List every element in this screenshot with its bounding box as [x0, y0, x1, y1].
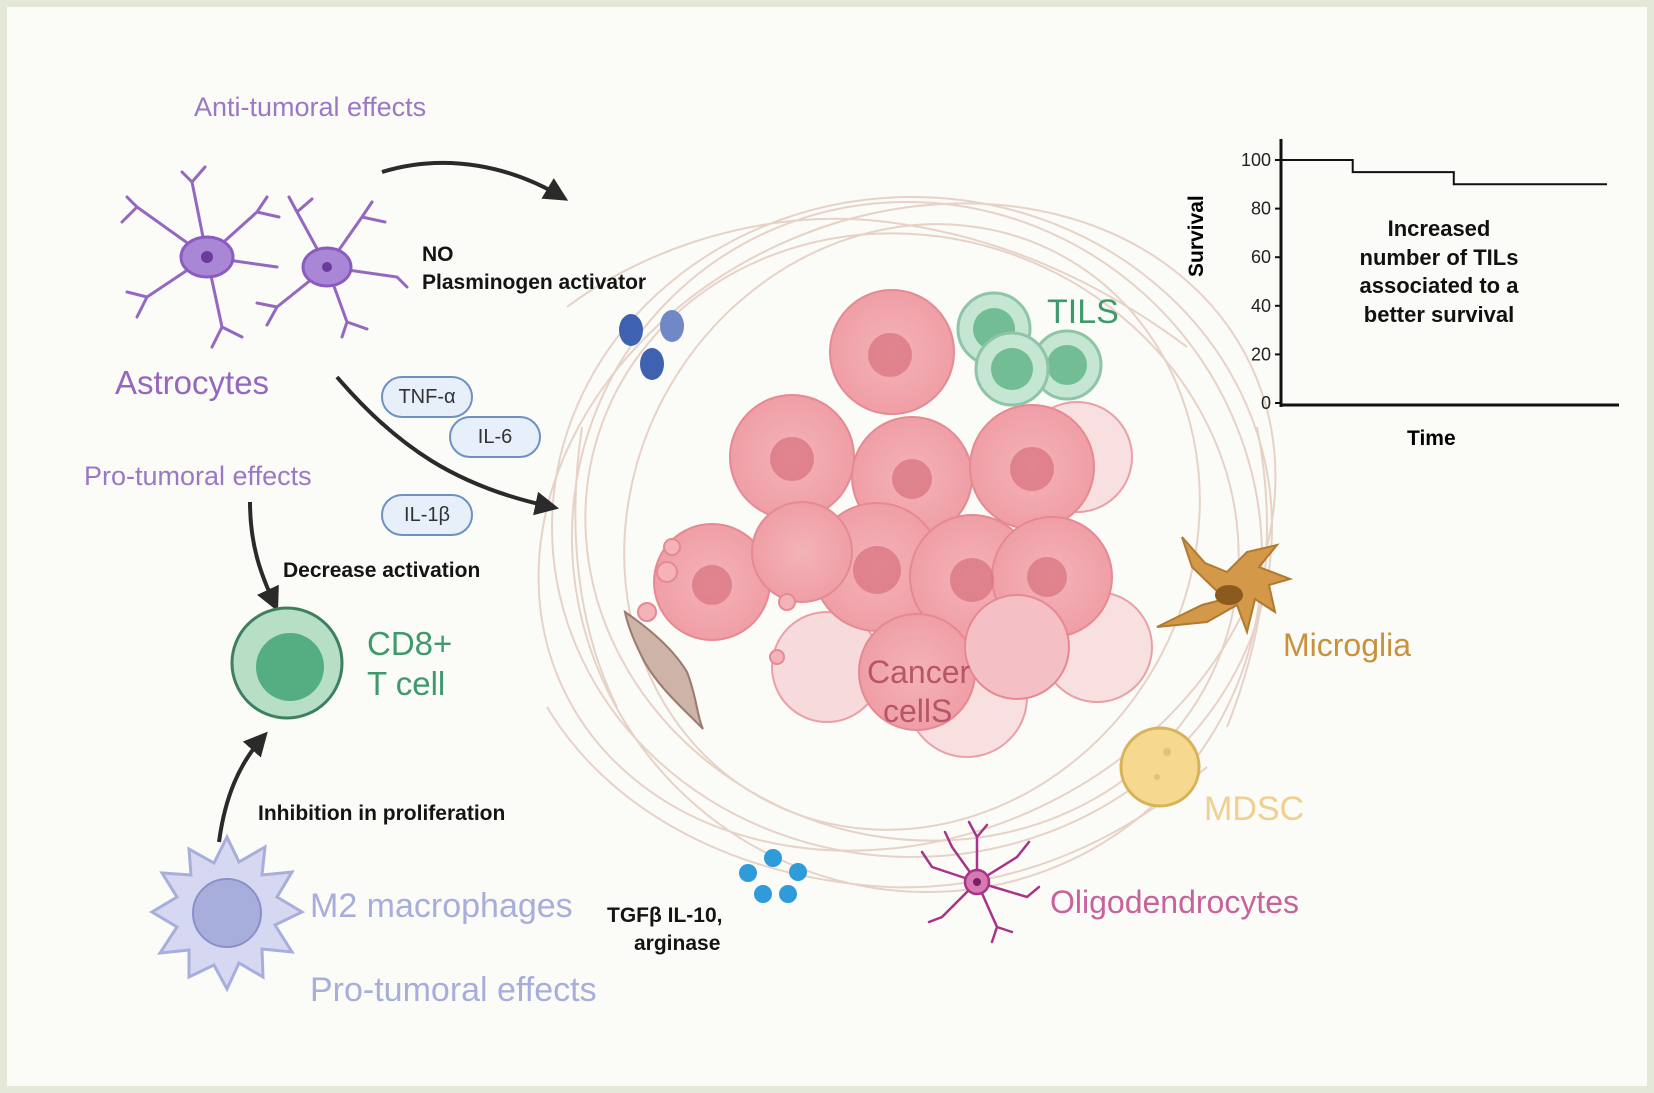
astrocyte-cell: [120, 165, 281, 349]
cd8-t-cell: [230, 606, 344, 720]
cancer-cells-line2: cellS: [883, 693, 953, 729]
survival-note-line: number of TILs: [1359, 244, 1519, 270]
y-tick-label: 20: [1251, 344, 1271, 364]
cytokine-il6: IL-6: [449, 416, 541, 458]
mdsc-label: MDSC: [1204, 790, 1305, 828]
astrocyte-cell: [255, 195, 409, 339]
survival-xlabel: Time: [1407, 427, 1456, 450]
tils-label: TILS: [1047, 293, 1119, 331]
figure-canvas: 0 20 40 60 80 100 Anti-tumoral effects Astroc…: [7, 7, 1647, 1086]
survival-curve-chart: 0 20 40 60 80 100: [1241, 139, 1619, 413]
anti-tumoral-label: Anti-tumoral effects: [194, 92, 427, 122]
diagram-artwork: 0 20 40 60 80 100: [120, 139, 1619, 993]
mdsc-cell: [1119, 726, 1201, 808]
oligodendrocytes-label: Oligodendrocytes: [1050, 884, 1300, 920]
tils-cells: [956, 291, 1103, 407]
microglia-cell: [1156, 536, 1294, 636]
arrow-pro-decrease: [248, 501, 279, 612]
no-label: NO: [422, 243, 454, 266]
survival-line: [1281, 159, 1607, 186]
astrocytes-label: Astrocytes: [115, 364, 270, 401]
m2-pro-tumoral-label: Pro-tumoral effects: [310, 971, 597, 1009]
cancer-cell-cluster: [637, 289, 1153, 758]
y-tick-label: 40: [1251, 296, 1271, 316]
arrow-m2-inhibit: [217, 731, 268, 843]
cancer-cells-line1: Cancer: [867, 654, 971, 690]
survival-note: Increased number of TILs associated to a…: [1325, 215, 1553, 329]
decrease-activation-label: Decrease activation: [283, 559, 481, 582]
m2-macrophages-label: M2 macrophages: [310, 887, 573, 925]
tgf-factors-line1: TGFβ IL-10,: [607, 904, 723, 927]
fibroblast-cell: [623, 609, 704, 730]
cd8-label-line1: CD8+: [367, 625, 453, 662]
no-molecules: [619, 310, 684, 380]
plasminogen-label: Plasminogen activator: [422, 271, 647, 294]
arrow-astro-pro: [335, 375, 560, 516]
oligodendrocyte-cell: [920, 820, 1041, 944]
cd8-label-line2: T cell: [367, 665, 446, 702]
y-tick-label: 0: [1261, 393, 1271, 413]
tgf-molecules: [739, 849, 807, 903]
survival-note-line: Increased: [1387, 216, 1491, 241]
microglia-label: Microglia: [1283, 627, 1412, 663]
survival-note-line: associated to a: [1359, 273, 1519, 299]
cytokine-tnf-alpha: TNF-α: [381, 376, 473, 418]
m2-macrophage-cell: [149, 833, 306, 993]
y-tick-label: 100: [1241, 150, 1271, 170]
survival-note-line: better survival: [1363, 301, 1515, 327]
y-tick-label: 60: [1251, 247, 1271, 267]
tgf-factors-line2: arginase: [634, 932, 721, 955]
y-tick-label: 80: [1251, 199, 1271, 219]
y-ticks: 0 20 40 60 80 100: [1241, 150, 1281, 413]
arrow-astro-anti: [381, 160, 569, 201]
inhibition-label: Inhibition in proliferation: [258, 802, 506, 825]
pro-tumoral-label: Pro-tumoral effects: [84, 461, 312, 491]
survival-ylabel: Survival: [1185, 195, 1208, 277]
cytokine-il1-beta: IL-1β: [381, 494, 473, 536]
